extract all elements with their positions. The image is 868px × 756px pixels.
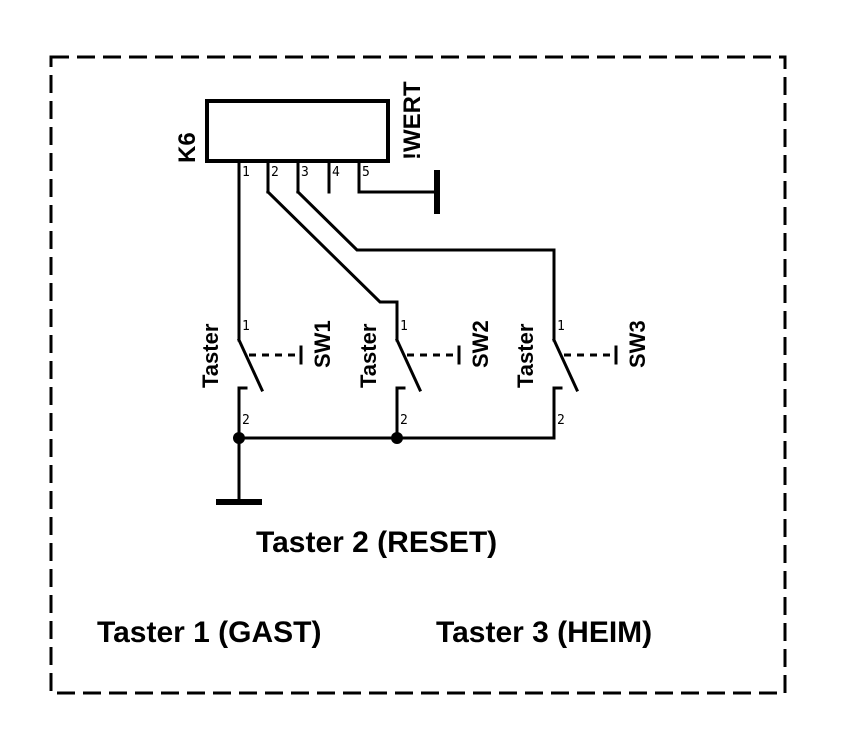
sw3-pin1: 1 <box>557 319 565 334</box>
switch-sw1: 1 2 Taster SW1 <box>198 319 335 440</box>
sw1-pin2: 2 <box>242 413 250 428</box>
junction-dot-2 <box>391 432 403 444</box>
k6-pin3-number: 3 <box>301 165 309 180</box>
k6-pin5-number: 5 <box>362 165 370 180</box>
k6-pin1-number: 1 <box>242 165 250 180</box>
caption-gast: Taster 1 (GAST) <box>97 616 322 649</box>
k6-pin4-number: 4 <box>332 165 340 180</box>
caption-heim: Taster 3 (HEIM) <box>436 616 652 649</box>
k6-pin2-number: 2 <box>271 165 279 180</box>
sw2-ref: SW2 <box>468 320 493 368</box>
sw3-type: Taster <box>513 323 538 388</box>
component-k6-body <box>205 99 390 163</box>
sw2-pin2: 2 <box>400 413 408 428</box>
wire-pin3-sw3 <box>295 189 556 335</box>
sw2-type: Taster <box>356 323 381 388</box>
caption-reset: Taster 2 (RESET) <box>256 526 497 559</box>
component-ref: K6 <box>174 132 201 163</box>
sw3-ref: SW3 <box>625 320 650 368</box>
component-value: !WERT <box>399 81 426 160</box>
frame-border <box>49 55 787 695</box>
switch-sw2: 1 2 Taster SW2 <box>356 319 493 440</box>
wire-pin2-sw2 <box>265 189 399 335</box>
sw1-pin1: 1 <box>242 319 250 334</box>
sw3-pin2: 2 <box>557 413 565 428</box>
sw1-type: Taster <box>198 323 223 388</box>
sw1-ref: SW1 <box>310 320 335 368</box>
switch-sw3: 1 2 Taster SW3 <box>513 319 650 440</box>
sw2-pin1: 1 <box>400 319 408 334</box>
junction-dot-1 <box>233 432 245 444</box>
